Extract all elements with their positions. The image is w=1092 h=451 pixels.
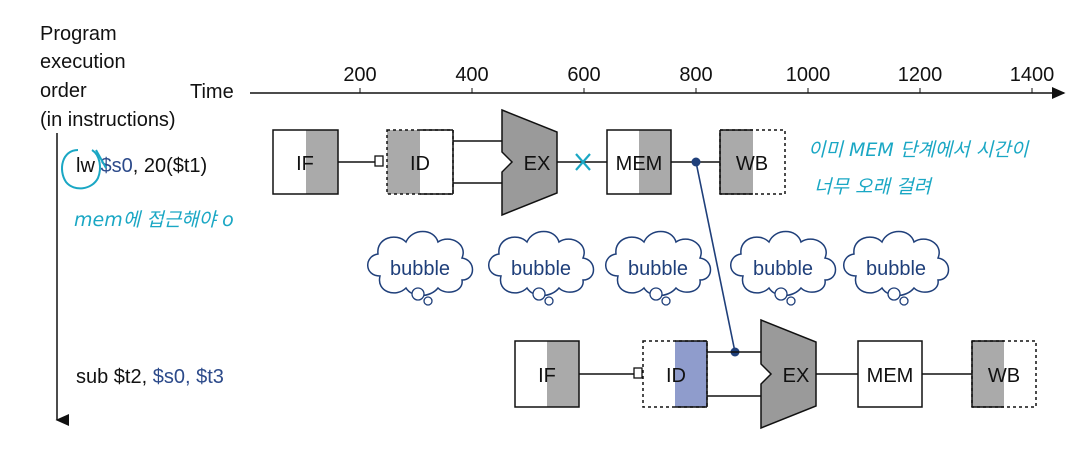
program-order-label: Program execution order (in instructions… xyxy=(40,23,176,131)
time-axis-ticks: 200 400 600 800 1000 1200 1400 xyxy=(343,64,1054,93)
wb-stage-shade xyxy=(972,341,1004,407)
mem-stage-shade xyxy=(639,130,671,194)
tick-label: 200 xyxy=(343,64,376,86)
instruction-lw: lw $s0, 20($t1) xyxy=(76,155,207,177)
id-stage-shade xyxy=(387,130,420,194)
bubble-label: bubble xyxy=(390,258,450,280)
tick-label: 1000 xyxy=(786,64,831,86)
delay-note-line1: 이미 MEM 단계에서 시간이 xyxy=(808,139,1030,161)
bubble-1: bubble xyxy=(367,230,474,306)
instr-op: sub $t2, xyxy=(76,366,153,388)
wb-label: WB xyxy=(988,365,1020,387)
instruction-sub: sub $t2, $s0, $t3 xyxy=(76,366,224,388)
cloud-puff xyxy=(649,287,663,301)
ex-alu xyxy=(501,108,558,217)
instr-rest: , $t3 xyxy=(185,366,224,388)
if-stage-shade xyxy=(547,341,579,407)
lw-circle-mark xyxy=(61,149,101,190)
bubble-row: bubble bubble bubble bubble bubble xyxy=(367,230,950,306)
ex-label: EX xyxy=(524,153,551,175)
bubble-label: bubble xyxy=(753,258,813,280)
order-label-line4: (in instructions) xyxy=(40,109,176,131)
instr-op: lw xyxy=(76,155,100,177)
delay-note-line2: 너무 오래 걸려 xyxy=(814,176,932,198)
connector-port xyxy=(374,155,384,167)
cloud-puff xyxy=(423,296,433,306)
id-label: ID xyxy=(666,365,686,387)
sub-pipeline: IF ID EX MEM WB xyxy=(514,318,1037,430)
bubble-label: bubble xyxy=(866,258,926,280)
tick-label: 1200 xyxy=(898,64,943,86)
instr-reg: $s0 xyxy=(100,155,132,177)
cloud-puff xyxy=(887,287,901,301)
mem-label: MEM xyxy=(616,153,663,175)
wb-label: WB xyxy=(736,153,768,175)
cloud-puff xyxy=(661,296,671,306)
bubble-label: bubble xyxy=(628,258,688,280)
id-label: ID xyxy=(410,153,430,175)
wb-stage-shade xyxy=(720,130,753,194)
bubble-2: bubble xyxy=(488,230,595,306)
forwarding-line xyxy=(695,161,736,353)
tick-label: 600 xyxy=(567,64,600,86)
instr-reg: $s0 xyxy=(153,366,185,388)
if-label: IF xyxy=(538,365,556,387)
cloud-puff xyxy=(774,287,788,301)
bubble-4: bubble xyxy=(730,230,837,306)
cloud-puff xyxy=(411,287,425,301)
ex-label: EX xyxy=(783,365,810,387)
if-stage-shade xyxy=(306,130,338,194)
cloud-puff xyxy=(544,296,554,306)
cloud-puff xyxy=(786,296,796,306)
id-stage-forward-shade xyxy=(675,341,707,407)
tick-label: 400 xyxy=(455,64,488,86)
bubble-5: bubble xyxy=(843,230,950,306)
ex-alu xyxy=(760,318,817,430)
mem-label: MEM xyxy=(867,365,914,387)
connector-port xyxy=(633,367,643,379)
cloud-puff xyxy=(899,296,909,306)
mem-note: mem에 접근해야 o xyxy=(74,209,234,231)
cross-mark xyxy=(575,153,591,171)
cloud-puff xyxy=(532,287,546,301)
bubble-3: bubble xyxy=(605,230,712,306)
instr-rest: , 20($t1) xyxy=(133,155,207,177)
lw-circle-tail xyxy=(95,149,107,169)
order-label-line3: order xyxy=(40,80,87,102)
if-label: IF xyxy=(296,153,314,175)
mem-access-annotation: mem에 접근해야 o xyxy=(61,149,234,231)
tick-label: 800 xyxy=(679,64,712,86)
order-label-line1: Program xyxy=(40,23,117,45)
lw-pipeline: IF ID EX MEM WB xyxy=(272,108,786,217)
time-label: Time xyxy=(190,81,234,103)
mem-stage xyxy=(857,340,923,408)
delay-annotation: 이미 MEM 단계에서 시간이 너무 오래 걸려 xyxy=(808,139,1030,198)
bubble-label: bubble xyxy=(511,258,571,280)
order-label-line2: execution xyxy=(40,51,126,73)
tick-label: 1400 xyxy=(1010,64,1055,86)
